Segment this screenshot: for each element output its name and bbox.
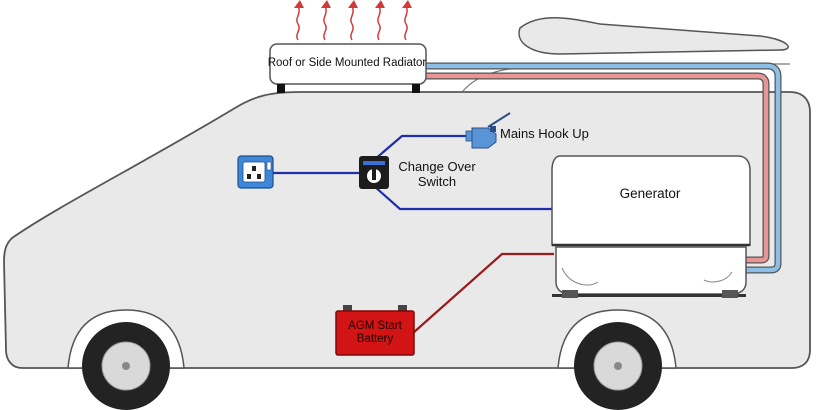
rotary-switch-icon bbox=[359, 156, 389, 189]
switch-label-line-1: Change Over bbox=[398, 159, 476, 174]
coolant-pipes bbox=[424, 62, 782, 274]
generator-label: Generator bbox=[619, 186, 681, 201]
generator bbox=[551, 155, 751, 298]
mains-wiring bbox=[272, 134, 552, 211]
radiator-label: Roof or Side Mounted Radiator bbox=[267, 57, 427, 69]
roof-pod bbox=[518, 17, 789, 55]
uk-wall-socket-icon bbox=[237, 155, 274, 189]
rear-wheel bbox=[557, 309, 677, 410]
battery-label-line-1: AGM Start bbox=[348, 320, 402, 332]
heat-wave-icon bbox=[293, 0, 413, 41]
change-over-switch-label: Change Over Switch bbox=[392, 159, 482, 190]
battery-wire bbox=[412, 252, 554, 334]
front-wheel bbox=[67, 309, 185, 410]
battery bbox=[335, 305, 415, 356]
mains-hook-up-label: Mains Hook Up bbox=[500, 126, 589, 141]
battery-label-line-2: Battery bbox=[356, 333, 394, 346]
battery-label: AGM Start Battery bbox=[338, 320, 412, 346]
radiator bbox=[269, 43, 427, 93]
mains-plug-icon bbox=[465, 112, 511, 149]
switch-label-line-2: Switch bbox=[417, 173, 457, 189]
